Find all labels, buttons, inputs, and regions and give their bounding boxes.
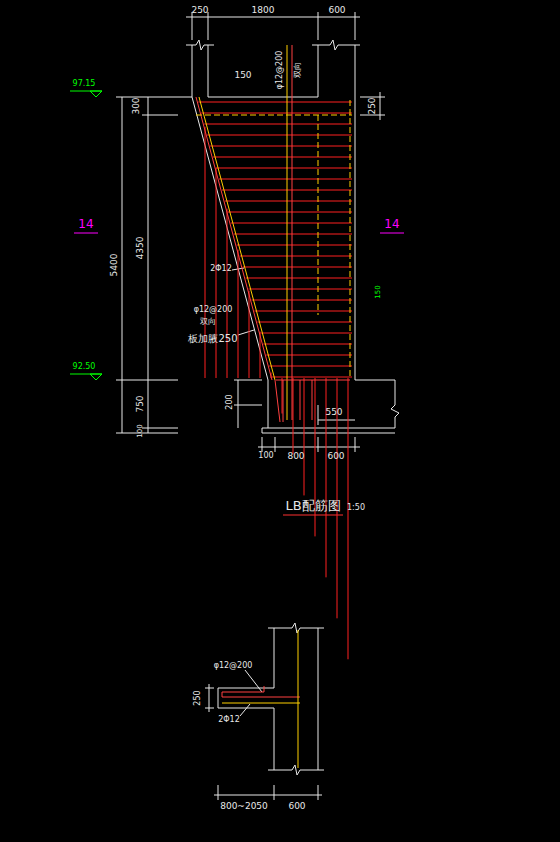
- elevation: 97.15: [73, 80, 96, 88]
- rebar-line: [249, 289, 352, 290]
- dimension: 300: [132, 97, 141, 114]
- rebar-line: [243, 267, 352, 268]
- rebar-note: 双向: [200, 318, 216, 326]
- rebar-line: [249, 291, 250, 378]
- rebar-line: [269, 366, 352, 367]
- dimension: 5400: [110, 254, 119, 277]
- scale: 1:50: [347, 504, 365, 512]
- rebar-line: [207, 135, 352, 136]
- section-mark: 14: [384, 218, 399, 230]
- dimension: 200: [226, 394, 234, 409]
- rebar-note: 2Φ12: [218, 716, 240, 724]
- rebar-line: [254, 311, 352, 312]
- dimension: 600: [288, 802, 305, 811]
- rebar-line: [198, 102, 352, 103]
- rebar-note: φ12@200: [194, 306, 233, 314]
- rebar-line: [213, 157, 352, 158]
- rebar-line: [237, 245, 352, 246]
- rebar-line: [257, 322, 352, 323]
- dimension: 250: [191, 6, 208, 15]
- rebar-main: [196, 45, 352, 768]
- rebar-line: [348, 378, 349, 659]
- rebar-line: [231, 223, 352, 224]
- rebar-line: [266, 355, 352, 356]
- dimension: 4350: [136, 237, 145, 260]
- rebar-line: [228, 212, 352, 213]
- dimension: 100: [258, 452, 273, 460]
- dimension: 250: [368, 97, 377, 114]
- drawing-title: LB配筋图: [285, 499, 340, 512]
- rebar-line: [238, 250, 239, 378]
- rebar-line: [210, 146, 352, 147]
- rebar-line: [201, 113, 352, 114]
- rebar-line: [227, 209, 228, 378]
- dimension: 550: [325, 408, 342, 417]
- rebar-note: 2Φ12: [210, 265, 232, 273]
- rebar-note: 板加腋250: [188, 334, 237, 344]
- rebar-line: [315, 378, 316, 536]
- rebar-note: φ12@200: [276, 51, 284, 90]
- dimension: 800: [287, 452, 304, 461]
- dimension: 1800: [252, 6, 275, 15]
- dimension: 150: [375, 285, 382, 298]
- rebar-line: [282, 378, 283, 414]
- dimension: 100: [137, 424, 144, 437]
- rebar-mesh: [198, 102, 352, 659]
- rebar-line: [272, 377, 352, 378]
- rebar-line: [260, 333, 352, 334]
- rebar-line: [219, 179, 352, 180]
- dimension: 600: [328, 6, 345, 15]
- rebar-line: [260, 332, 261, 378]
- rebar-line: [240, 256, 352, 257]
- rebar-line: [234, 234, 352, 235]
- dimension: 250: [194, 690, 202, 705]
- rebar-line: [252, 300, 352, 301]
- dimension: 800~2050: [220, 802, 268, 811]
- rebar-line: [204, 124, 352, 125]
- rebar-line: [293, 378, 294, 454]
- elevation: 92.50: [73, 363, 96, 371]
- rebar-line: [304, 378, 305, 495]
- dimension: 750: [136, 395, 145, 412]
- rebar-line: [246, 278, 352, 279]
- rebar-line: [263, 344, 352, 345]
- rebar-note: 双向: [294, 62, 302, 78]
- dimension: 150: [234, 71, 251, 80]
- rebar-line: [216, 168, 352, 169]
- dimension: 600: [327, 452, 344, 461]
- rebar-note: φ12@200: [214, 662, 253, 670]
- rebar-line: [225, 201, 352, 202]
- section-mark: 14: [78, 218, 93, 230]
- concrete-outline: [70, 12, 404, 800]
